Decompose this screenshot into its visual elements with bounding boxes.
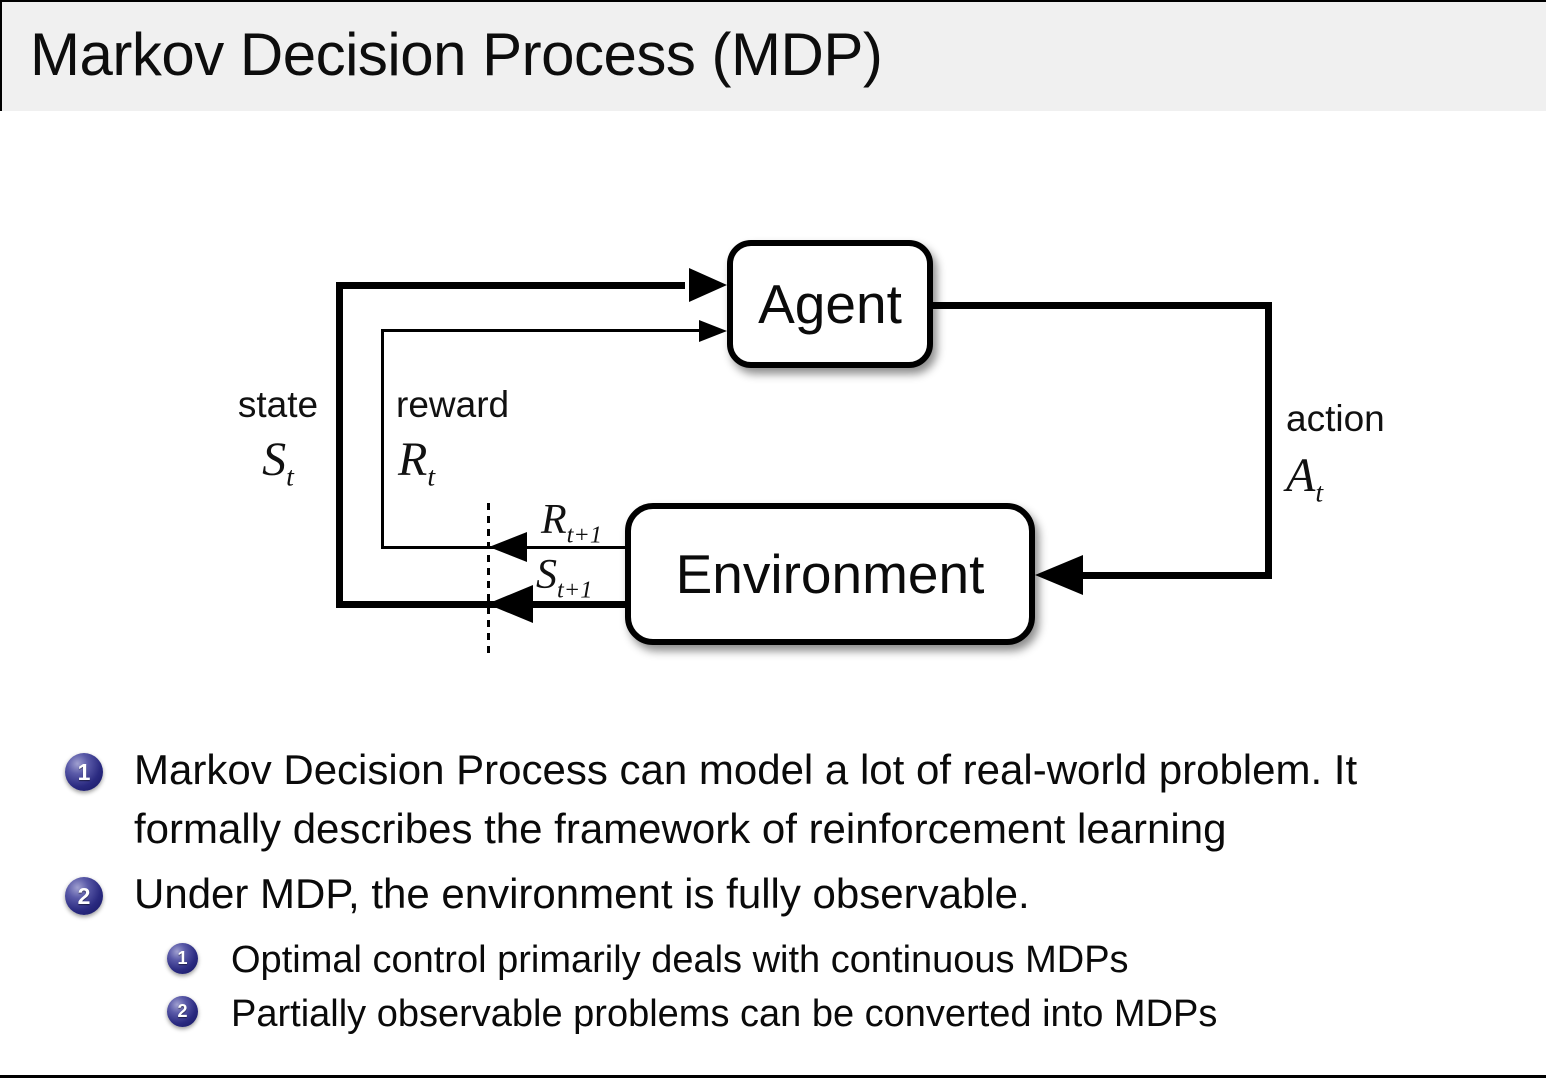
action-symbol-subscript: t: [1315, 477, 1324, 509]
bullet-item-1: Markov Decision Process can model a lot …: [134, 740, 1357, 858]
page-title: Markov Decision Process (MDP): [30, 21, 883, 88]
timestep-dashed-line: [487, 503, 490, 653]
action-loop-top-line: [933, 302, 1272, 309]
state-loop-bottom-line: [336, 601, 630, 608]
reward-word-label: reward: [396, 384, 510, 425]
action-loop-bottom-line: [1080, 572, 1272, 579]
reward-loop-left-line: [381, 329, 384, 549]
next-state-timestep-arrowhead: [487, 585, 533, 623]
reward-symbol-subscript: t: [427, 461, 436, 493]
slide-top-border: [0, 0, 1546, 2]
next-state-symbol-base: S: [536, 552, 557, 598]
action-loop-right-line: [1265, 302, 1272, 579]
slide-bottom-border: [0, 1075, 1546, 1078]
action-symbol-base: A: [1286, 449, 1316, 502]
reward-symbol-base: R: [398, 433, 428, 486]
bullet-1-line-1: Markov Decision Process can model a lot …: [134, 746, 1358, 793]
reward-loop-top-line: [381, 329, 699, 332]
state-symbol-base: S: [262, 433, 287, 486]
next-reward-symbol-subscript: t+1: [566, 521, 603, 549]
environment-box: Environment: [625, 503, 1035, 645]
sub-enumerate-badge-1: 1: [167, 943, 198, 974]
reward-to-agent-arrowhead: [699, 320, 727, 342]
state-word-label: state: [237, 384, 319, 425]
environment-label: Environment: [675, 543, 985, 605]
action-to-environment-arrowhead: [1035, 555, 1083, 595]
agent-box: Agent: [727, 240, 933, 368]
action-symbol: At: [1286, 448, 1323, 510]
bullet-2-line-1: Under MDP, the environment is fully obse…: [134, 870, 1030, 917]
slide-header: Markov Decision Process (MDP): [0, 0, 1546, 111]
state-to-agent-arrowhead: [689, 268, 727, 302]
next-state-symbol: St+1: [536, 551, 592, 604]
agent-label: Agent: [758, 273, 902, 335]
sub-bullet-2-line-1: Partially observable problems can be con…: [231, 993, 1218, 1035]
next-state-symbol-subscript: t+1: [557, 576, 593, 604]
bullet-1-line-2: formally describes the framework of rein…: [134, 805, 1227, 852]
state-symbol: St: [228, 432, 328, 494]
reward-symbol: Rt: [398, 432, 435, 494]
action-word-label: action: [1286, 398, 1385, 439]
sub-bullet-item-2: Partially observable problems can be con…: [231, 988, 1217, 1040]
sub-bullet-item-1: Optimal control primarily deals with con…: [231, 934, 1129, 986]
state-symbol-subscript: t: [286, 461, 294, 493]
state-loop-left-line: [336, 282, 343, 608]
enumerate-badge-2: 2: [65, 877, 103, 915]
enumerate-badge-1: 1: [65, 753, 103, 791]
state-loop-top-line: [336, 282, 685, 289]
next-reward-timestep-arrowhead: [489, 532, 527, 562]
next-reward-symbol-base: R: [541, 497, 567, 543]
bullet-item-2: Under MDP, the environment is fully obse…: [134, 864, 1030, 923]
next-reward-symbol: Rt+1: [541, 496, 602, 549]
sub-enumerate-badge-2: 2: [167, 996, 198, 1027]
sub-bullet-1-line-1: Optimal control primarily deals with con…: [231, 939, 1129, 981]
